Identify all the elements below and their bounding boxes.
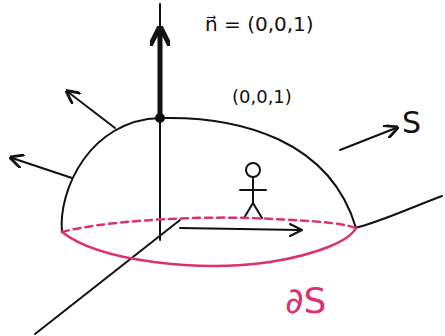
point-dot xyxy=(156,114,164,122)
boundary-back xyxy=(62,218,356,232)
boundary-front xyxy=(62,228,356,266)
surface-label: S xyxy=(402,108,421,138)
normal-arrow xyxy=(340,128,396,150)
boundary-label: ∂S xyxy=(285,283,326,319)
ground-line xyxy=(355,196,442,228)
stick-figure xyxy=(240,163,266,218)
normal-label: n⃗ = (0,0,1) xyxy=(205,14,314,34)
normal-arrow xyxy=(68,92,115,128)
point-label: (0,0,1) xyxy=(232,88,292,106)
axis-arrowhead xyxy=(290,224,302,236)
dome-surface xyxy=(62,118,356,232)
x-axis xyxy=(35,220,180,334)
y-axis xyxy=(180,228,300,230)
normal-arrow xyxy=(158,30,163,118)
normal-arrow xyxy=(12,158,72,178)
